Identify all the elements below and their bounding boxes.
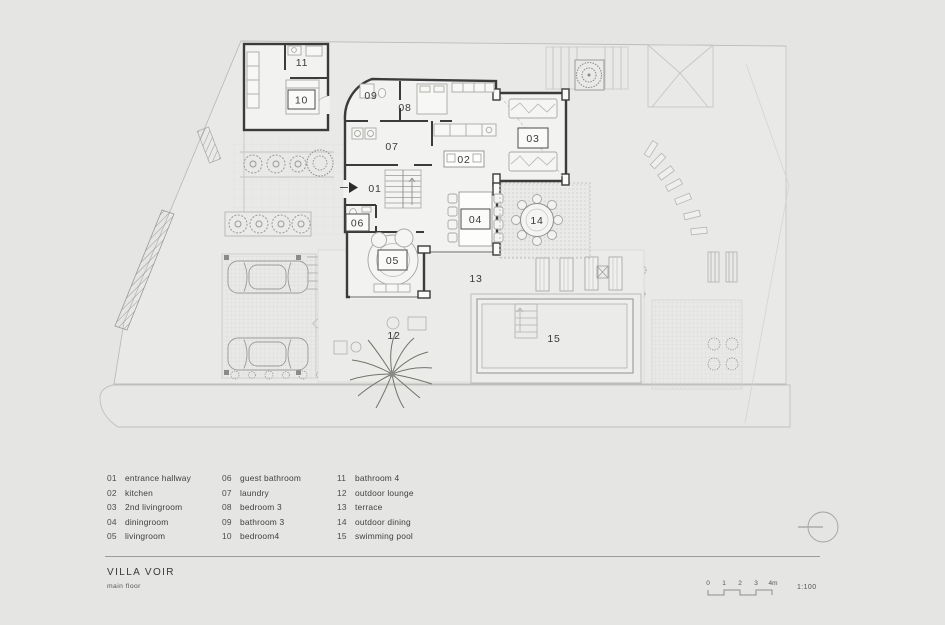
planter-row xyxy=(224,211,312,237)
room-label-15: 15 xyxy=(547,333,560,345)
page-title: VILLA VOIR xyxy=(107,567,175,578)
pool-steps xyxy=(514,303,538,339)
room-label-14: 14 xyxy=(530,215,543,227)
road xyxy=(99,384,791,428)
scale-tick-label: 3 xyxy=(754,580,758,587)
scale-bar: 0 1 2 3 4m xyxy=(706,580,778,596)
garden xyxy=(114,44,743,390)
neighbor-roof-line xyxy=(744,63,790,424)
car-icon xyxy=(227,337,309,371)
planter-row xyxy=(240,149,334,178)
round-table-icon xyxy=(511,194,563,246)
room-label-13: 13 xyxy=(469,273,482,285)
room-labels: 01 02 03 04 05 06 07 08 09 10 11 12 13 1… xyxy=(287,57,560,345)
driveway xyxy=(221,253,323,379)
hedge xyxy=(114,209,175,331)
scale-tick-label: 1 xyxy=(722,580,726,587)
title-divider xyxy=(105,556,820,557)
room-label-12: 12 xyxy=(387,330,400,342)
room-label-07: 07 xyxy=(385,141,398,153)
scale-tick-label: 2 xyxy=(738,580,742,587)
pavilion-roof xyxy=(647,44,714,108)
east-paving xyxy=(651,299,743,390)
entrance-arrow-icon xyxy=(349,182,358,193)
room-label-08: 08 xyxy=(398,102,411,114)
sofa-icon xyxy=(500,96,564,178)
stairs-icon xyxy=(384,169,422,209)
room-label-05: 05 xyxy=(386,255,399,267)
tree-planter xyxy=(574,59,605,91)
scale-ratio: 1:100 xyxy=(797,584,817,591)
room-label-02: 02 xyxy=(457,154,470,166)
room-label-09: 09 xyxy=(364,90,377,102)
room-label-04: 04 xyxy=(469,214,482,226)
side-table-icon xyxy=(596,265,609,279)
room-label-01: 01 xyxy=(368,183,381,195)
floor-plan-drawing: 01 02 03 04 05 06 07 08 09 10 11 12 13 1… xyxy=(99,40,791,428)
palm-tree-icon xyxy=(349,331,433,409)
scale-tick-label: 4m xyxy=(768,580,777,587)
orientation-circle-icon xyxy=(807,511,839,543)
swimming-pool xyxy=(470,293,642,384)
scale-tick-label: 0 xyxy=(706,580,710,587)
lounger-icon xyxy=(707,251,738,283)
room-label-11: 11 xyxy=(296,57,309,69)
outdoor-dining-deck xyxy=(500,182,591,259)
room-label-10: 10 xyxy=(295,95,308,107)
lounger-icon xyxy=(535,256,623,292)
room-label-03: 03 xyxy=(526,133,539,145)
title-block: VILLA VOIR main floor xyxy=(107,567,175,590)
scale-bar-steps xyxy=(707,589,773,596)
stepping-stones xyxy=(643,140,708,236)
room-label-06: 06 xyxy=(351,218,364,230)
car-icon xyxy=(227,260,309,294)
orientation-symbol xyxy=(798,511,839,543)
page-subtitle: main floor xyxy=(107,583,141,590)
